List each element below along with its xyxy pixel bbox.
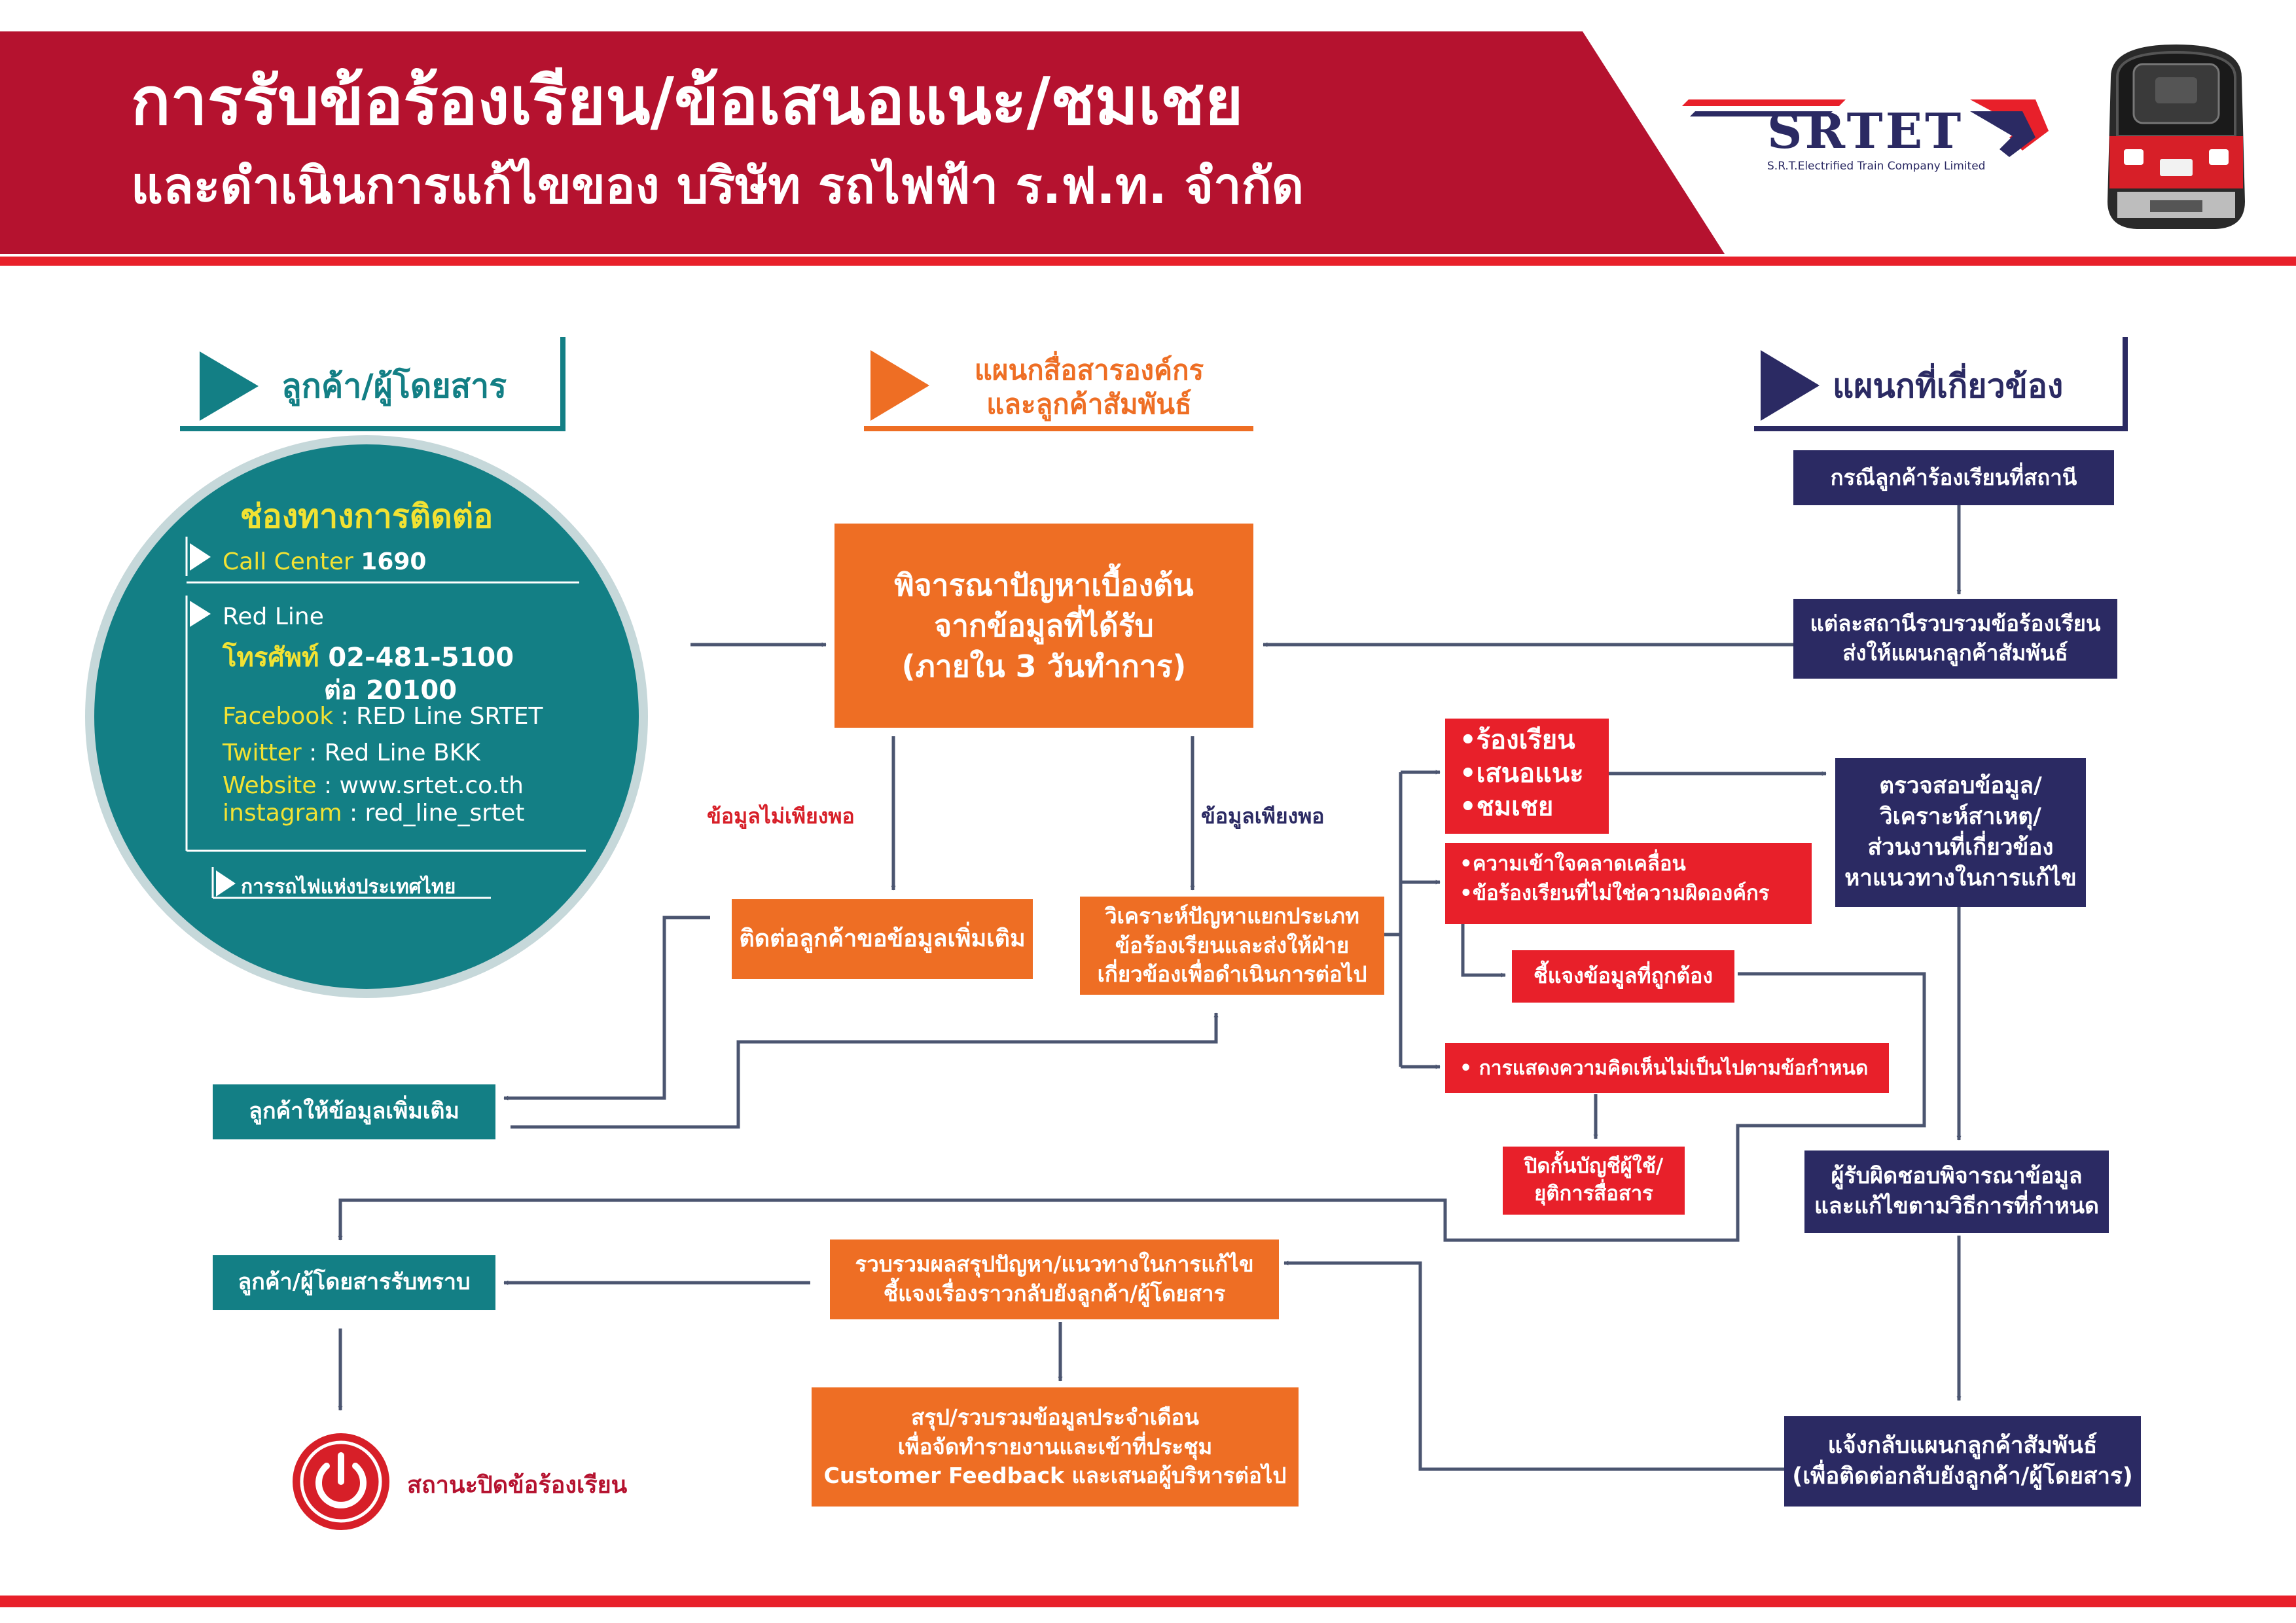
column-title-customer: ลูกค้า/ผู้โดยสาร — [281, 367, 507, 405]
station-collect-line1: แต่ละสถานีรวบรวมข้อร้องเรียน — [1810, 611, 2101, 637]
column-header-related: แผนกที่เกี่ยวข้อง — [1754, 337, 2128, 432]
logo-text: SRTET — [1767, 103, 1964, 160]
contact-footer: การรถไฟแห่งประเทศไทย — [241, 876, 456, 899]
website-value: : www.srtet.co.th — [323, 772, 524, 799]
notify-line2: (เพื่อติดต่อกลับยังลูกค้า/ผู้โดยสาร) — [1792, 1463, 2133, 1489]
facebook-label: Facebook — [223, 703, 334, 730]
contact-more-box: ติดต่อลูกค้าขอข้อมูลเพิ่มเติม — [732, 899, 1033, 979]
contact-more-text: ติดต่อลูกค้าขอข้อมูลเพิ่มเติม — [739, 925, 1026, 952]
responsible-line2: และแก้ไขตามวิธีการที่กำหนด — [1814, 1193, 2100, 1219]
contact-twitter: Twitter : Red Line BKK — [223, 740, 480, 766]
clarify-box: ชี้แจงข้อมูลที่ถูกต้อง — [1512, 950, 1734, 1003]
inappropriate-text: • การแสดงความคิดเห็นไม่เป็นไปตามข้อกำหนด — [1460, 1056, 1869, 1080]
logo-subtext: S.R.T.Electrified Train Company Limited — [1767, 160, 1986, 173]
monthly-line2: เพื่อจัดทำรายงานและเข้าที่ประชุม — [897, 1433, 1213, 1459]
station-case-box: กรณีลูกค้าร้องเรียนที่สถานี — [1793, 450, 2114, 505]
monthly-line3: Customer Feedback และเสนอผู้บริหารต่อไป — [823, 1463, 1287, 1489]
phone-number: 02-481-5100 — [328, 643, 514, 673]
contact-phone: โทรศัพท์ 02-481-5100 — [223, 636, 514, 678]
train-icon — [2098, 38, 2255, 234]
column-header-pr: แผนกสื่อสารองค์กร และลูกค้าสัมพันธ์ — [864, 337, 1253, 432]
phone-label: โทรศัพท์ — [223, 643, 319, 673]
responsible-box: ผู้รับผิดชอบพิจารณาข้อมูล และแก้ไขตามวิธ… — [1804, 1150, 2109, 1233]
station-case-text: กรณีลูกค้าร้องเรียนที่สถานี — [1830, 464, 2077, 490]
investigate-line4: หาแนวทางในการแก้ไข — [1844, 865, 2077, 892]
types-box: •ร้องเรียน •เสนอแนะ •ชมเชย — [1445, 719, 1609, 834]
type-compliment: •ชมเชย — [1460, 792, 1554, 823]
power-icon — [291, 1432, 391, 1531]
closed-status-text: สถานะปิดข้อร้องเรียน — [407, 1472, 628, 1499]
contact-website: Website : www.srtet.co.th — [223, 772, 524, 799]
block-line2: ยุติการสื่อสาร — [1534, 1182, 1653, 1205]
investigate-line2: วิเคราะห์สาเหตุ/ — [1880, 803, 2041, 830]
analyze-box: วิเคราะห์ปัญหาแยกประเภท ข้อร้องเรียนและส… — [1080, 897, 1384, 995]
column-title-related: แผนกที่เกี่ยวข้อง — [1833, 367, 2064, 405]
consider-line1: พิจารณาปัญหาเบื้องต้น — [894, 567, 1194, 603]
station-collect-line2: ส่งให้แผนกลูกค้าสัมพันธ์ — [1842, 640, 2068, 666]
page-subtitle: และดำเนินการแก้ไขของ บริษัท รถไฟฟ้า ร.ฟ.… — [131, 156, 1304, 215]
page-title: การรับข้อร้องเรียน/ข้อเสนอแนะ/ชมเชย — [131, 63, 1244, 139]
contact-title: ช่องทางการติดต่อ — [240, 497, 493, 535]
station-collect-box: แต่ละสถานีรวบรวมข้อร้องเรียน ส่งให้แผนกล… — [1793, 599, 2117, 679]
analyze-line1: วิเคราะห์ปัญหาแยกประเภท — [1105, 903, 1359, 929]
misunderstand-line2: •ข้อร้องเรียนที่ไม่ใช่ความผิดองค์กร — [1460, 881, 1770, 905]
block-box: ปิดกั้นบัญชีผู้ใช้/ ยุติการสื่อสาร — [1503, 1147, 1685, 1215]
clarify-text: ชี้แจงข้อมูลที่ถูกต้อง — [1534, 963, 1713, 989]
column-header-customer: ลูกค้า/ผู้โดยสาร — [180, 337, 566, 432]
misunderstand-line1: •ความเข้าใจคลาดเคลื่อน — [1460, 852, 1686, 876]
footer-band — [0, 1596, 2296, 1607]
type-complaint: •ร้องเรียน — [1460, 725, 1575, 755]
call-center-number: 1690 — [361, 548, 427, 575]
investigate-line1: ตรวจสอบข้อมูล/ — [1879, 772, 2042, 799]
analyze-line3: เกี่ยวข้องเพื่อดำเนินการต่อไป — [1097, 961, 1367, 988]
contact-facebook: Facebook : RED Line SRTET — [223, 703, 543, 730]
misunderstand-box: •ความเข้าใจคลาดเคลื่อน •ข้อร้องเรียนที่ไ… — [1445, 843, 1812, 924]
consider-box: พิจารณาปัญหาเบื้องต้น จากข้อมูลที่ได้รับ… — [834, 524, 1253, 728]
customer-more-box: ลูกค้าให้ข้อมูลเพิ่มเติม — [213, 1084, 495, 1139]
customer-ack-box: ลูกค้า/ผู้โดยสารรับทราบ — [213, 1255, 495, 1310]
instagram-value: : red_line_srtet — [349, 800, 525, 827]
summarize-box: รวบรวมผลสรุปปัญหา/แนวทางในการแก้ไข ชี้แจ… — [830, 1240, 1279, 1319]
block-line1: ปิดกั้นบัญชีผู้ใช้/ — [1524, 1154, 1664, 1179]
monthly-box: สรุป/รวบรวมข้อมูลประจำเดือน เพื่อจัดทำรา… — [812, 1387, 1299, 1507]
customer-more-text: ลูกค้าให้ข้อมูลเพิ่มเติม — [249, 1098, 459, 1125]
summarize-line1: รวบรวมผลสรุปปัญหา/แนวทางในการแก้ไข — [855, 1251, 1254, 1277]
label-insufficient: ข้อมูลไม่เพียงพอ — [707, 804, 855, 829]
column-title-pr-line1: แผนกสื่อสารองค์กร — [974, 354, 1204, 386]
summarize-line2: ชี้แจงเรื่องราวกลับยังลูกค้า/ผู้โดยสาร — [883, 1281, 1226, 1306]
customer-ack-text: ลูกค้า/ผู้โดยสารรับทราบ — [238, 1269, 471, 1296]
consider-line2: จากข้อมูลที่ได้รับ — [934, 607, 1154, 643]
twitter-value: : Red Line BKK — [309, 740, 480, 766]
contact-frame — [185, 537, 586, 899]
facebook-value: : RED Line SRTET — [340, 703, 543, 730]
notify-box: แจ้งกลับแผนกลูกค้าสัมพันธ์ (เพื่อติดต่อก… — [1784, 1416, 2141, 1507]
column-title-pr-line2: และลูกค้าสัมพันธ์ — [986, 388, 1192, 420]
twitter-label: Twitter — [223, 740, 302, 766]
contact-call-center: Call Center 1690 — [223, 548, 426, 575]
notify-line1: แจ้งกลับแผนกลูกค้าสัมพันธ์ — [1827, 1432, 2098, 1459]
consider-line3: (ภายใน 3 วันทำการ) — [901, 649, 1187, 685]
instagram-label: instagram — [223, 800, 342, 827]
srtet-logo: SRTET S.R.T.Electrified Train Company Li… — [1682, 92, 2088, 183]
contact-channels-circle — [85, 435, 648, 998]
call-center-label: Call Center — [223, 548, 353, 575]
responsible-line1: ผู้รับผิดชอบพิจารณาข้อมูล — [1831, 1163, 2083, 1190]
type-suggestion: •เสนอแนะ — [1460, 758, 1584, 789]
website-label: Website — [223, 772, 317, 799]
contact-instagram: instagram : red_line_srtet — [223, 800, 524, 827]
inappropriate-box: • การแสดงความคิดเห็นไม่เป็นไปตามข้อกำหนด — [1445, 1043, 1889, 1093]
monthly-line1: สรุป/รวบรวมข้อมูลประจำเดือน — [911, 1404, 1199, 1431]
contact-phone-ext: ต่อ 20100 — [324, 675, 457, 705]
label-sufficient: ข้อมูลเพียงพอ — [1201, 804, 1325, 829]
analyze-line2: ข้อร้องเรียนและส่งให้ฝ่าย — [1115, 932, 1350, 958]
header-band — [0, 0, 2296, 268]
investigate-box: ตรวจสอบข้อมูล/ วิเคราะห์สาเหตุ/ ส่วนงานท… — [1835, 758, 2086, 907]
investigate-line3: ส่วนงานที่เกี่ยวข้อง — [1867, 834, 2054, 861]
contact-red-line: Red Line — [223, 603, 324, 630]
